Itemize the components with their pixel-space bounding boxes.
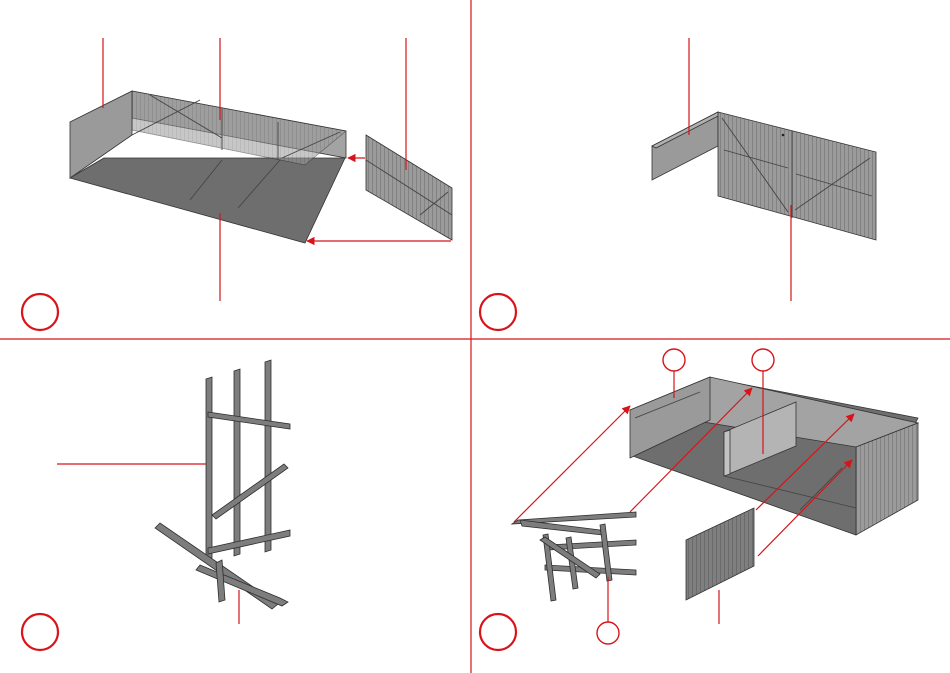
base-beam [196, 565, 288, 606]
step-3-panel [22, 360, 290, 650]
rail [208, 530, 290, 554]
diagonal-rail [212, 464, 288, 519]
callout-circle [597, 622, 619, 644]
partition-end [724, 430, 730, 476]
post [234, 369, 240, 556]
door-wall [718, 112, 876, 240]
loose-frame [512, 512, 636, 601]
callout-circle [663, 349, 685, 371]
base-floor [70, 158, 345, 243]
step-2-panel [480, 38, 876, 330]
back-wall-face [132, 91, 346, 165]
rail [208, 412, 290, 429]
loose-door-panel [686, 508, 754, 600]
step-number-circle [22, 614, 58, 650]
step-4-panel [480, 349, 918, 650]
post [206, 377, 212, 560]
arrow [514, 406, 630, 522]
step-number-circle [480, 614, 516, 650]
post [265, 360, 271, 552]
small-side-wall [652, 112, 718, 180]
step-number-circle [480, 294, 516, 330]
step-1-panel [22, 38, 452, 330]
callout-circle [752, 349, 774, 371]
step-number-circle [22, 294, 58, 330]
door-handle [782, 134, 785, 137]
